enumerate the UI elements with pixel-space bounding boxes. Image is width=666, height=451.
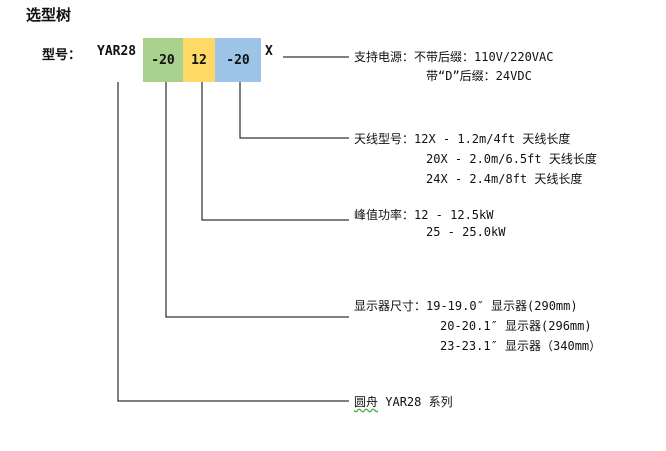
power-line-2: 带“D”后缀：24VDC bbox=[426, 69, 532, 83]
peak-power-line-2: 25 - 25.0kW bbox=[426, 225, 506, 239]
display-line-2: 20-20.1″ 显示器(296mm) bbox=[440, 319, 592, 333]
antenna-line-1: 天线型号：12X - 1.2m/4ft 天线长度 bbox=[354, 132, 571, 146]
display-line-1: 显示器尺寸：19-19.0″ 显示器(290mm) bbox=[354, 299, 578, 313]
display-line-3: 23-23.1″ 显示器（340mm） bbox=[440, 339, 602, 353]
connector-series bbox=[117, 82, 349, 402]
connector-display bbox=[165, 82, 349, 318]
model-prefix: YAR28 bbox=[97, 44, 137, 59]
page-title: 选型树 bbox=[26, 6, 72, 24]
peak-power-line-1: 峰值功率：12 - 12.5kW bbox=[354, 208, 494, 222]
antenna-line-3: 24X - 2.4m/8ft 天线长度 bbox=[426, 172, 583, 186]
series-line: 圆舟 YAR28 系列 bbox=[354, 393, 453, 410]
model-label: 型号： bbox=[42, 48, 82, 63]
connector-peak-power bbox=[201, 82, 349, 221]
series-rest: YAR28 系列 bbox=[378, 395, 453, 409]
model-segment-display: -20 bbox=[143, 38, 183, 82]
connector-antenna bbox=[239, 82, 349, 139]
model-suffix: X bbox=[265, 44, 273, 59]
antenna-line-2: 20X - 2.0m/6.5ft 天线长度 bbox=[426, 152, 597, 166]
model-segment-antenna: -20 bbox=[215, 38, 261, 82]
series-brand: 圆舟 bbox=[354, 395, 379, 409]
model-segment-power: 12 bbox=[183, 38, 215, 82]
power-line-1: 支持电源：不带后缀：110V/220VAC bbox=[354, 50, 554, 64]
